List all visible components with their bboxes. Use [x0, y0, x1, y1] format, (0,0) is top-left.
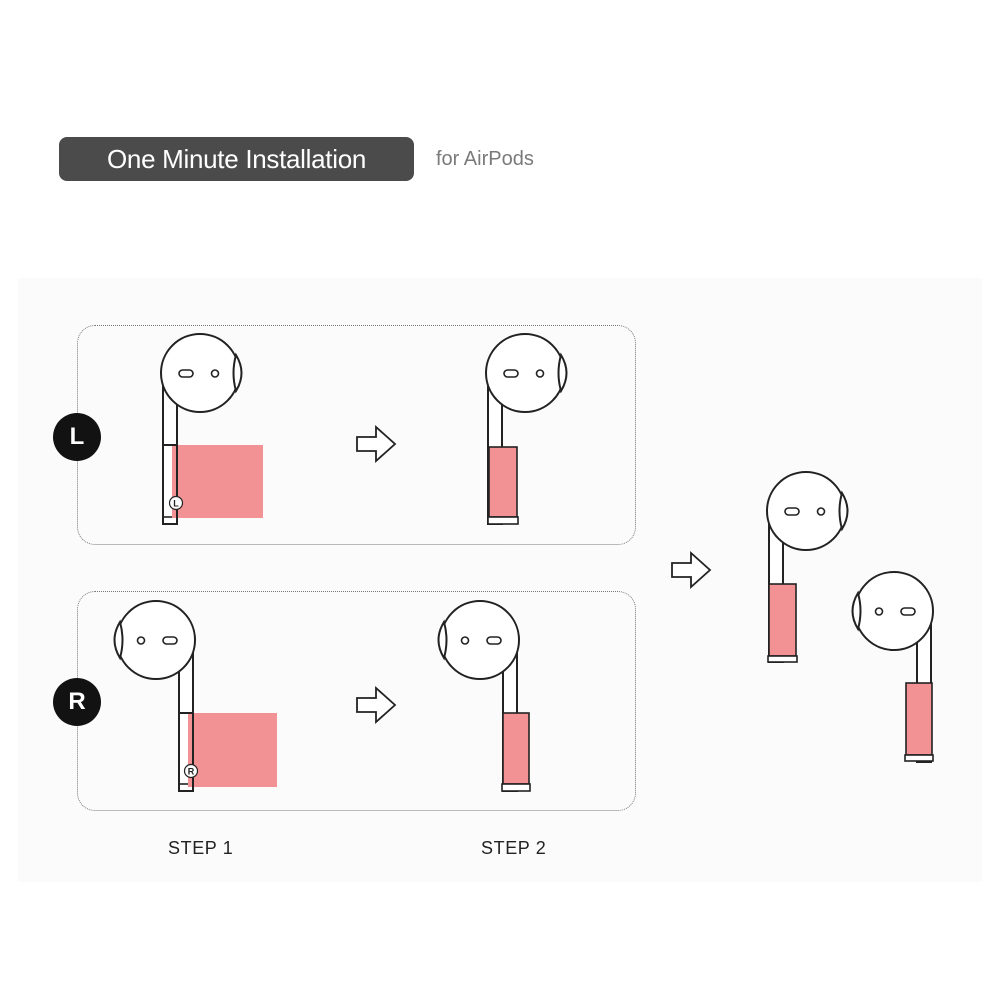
- left-marker-letter: L: [173, 499, 179, 509]
- right-marker-circle: [183, 763, 199, 779]
- airpod-icon: [113, 600, 196, 792]
- right-side-badge: R: [53, 678, 101, 726]
- right-arrow-icon: [356, 426, 396, 462]
- page-title: One Minute Installation: [59, 137, 414, 181]
- final-left-stem-tip: [767, 655, 798, 663]
- left-wrapped-stem: [488, 446, 518, 518]
- right-wrapped-stem: [502, 712, 530, 785]
- step-1-label: STEP 1: [168, 838, 234, 858]
- left-sticker-sheet: [172, 445, 263, 518]
- left-airpod-step1-stem-front: [162, 444, 178, 525]
- final-right-stem-tip: [904, 754, 934, 762]
- page-subtitle: for AirPods: [436, 148, 534, 170]
- left-marker-circle: [168, 495, 184, 511]
- right-airpod-step1: [113, 600, 196, 792]
- right-stem-tip: [501, 783, 531, 792]
- right-arrow-icon: [671, 552, 711, 588]
- final-left-wrapped-stem: [768, 583, 797, 657]
- right-arrow-icon: [356, 687, 396, 723]
- left-side-badge: L: [53, 413, 101, 461]
- left-stem-tip: [487, 516, 519, 525]
- right-marker-letter: R: [188, 767, 195, 777]
- right-airpod-step1-stem-front: [178, 712, 194, 792]
- step-2-label: STEP 2: [481, 838, 547, 858]
- final-right-wrapped-stem: [905, 682, 933, 756]
- right-sticker-sheet: [188, 713, 277, 787]
